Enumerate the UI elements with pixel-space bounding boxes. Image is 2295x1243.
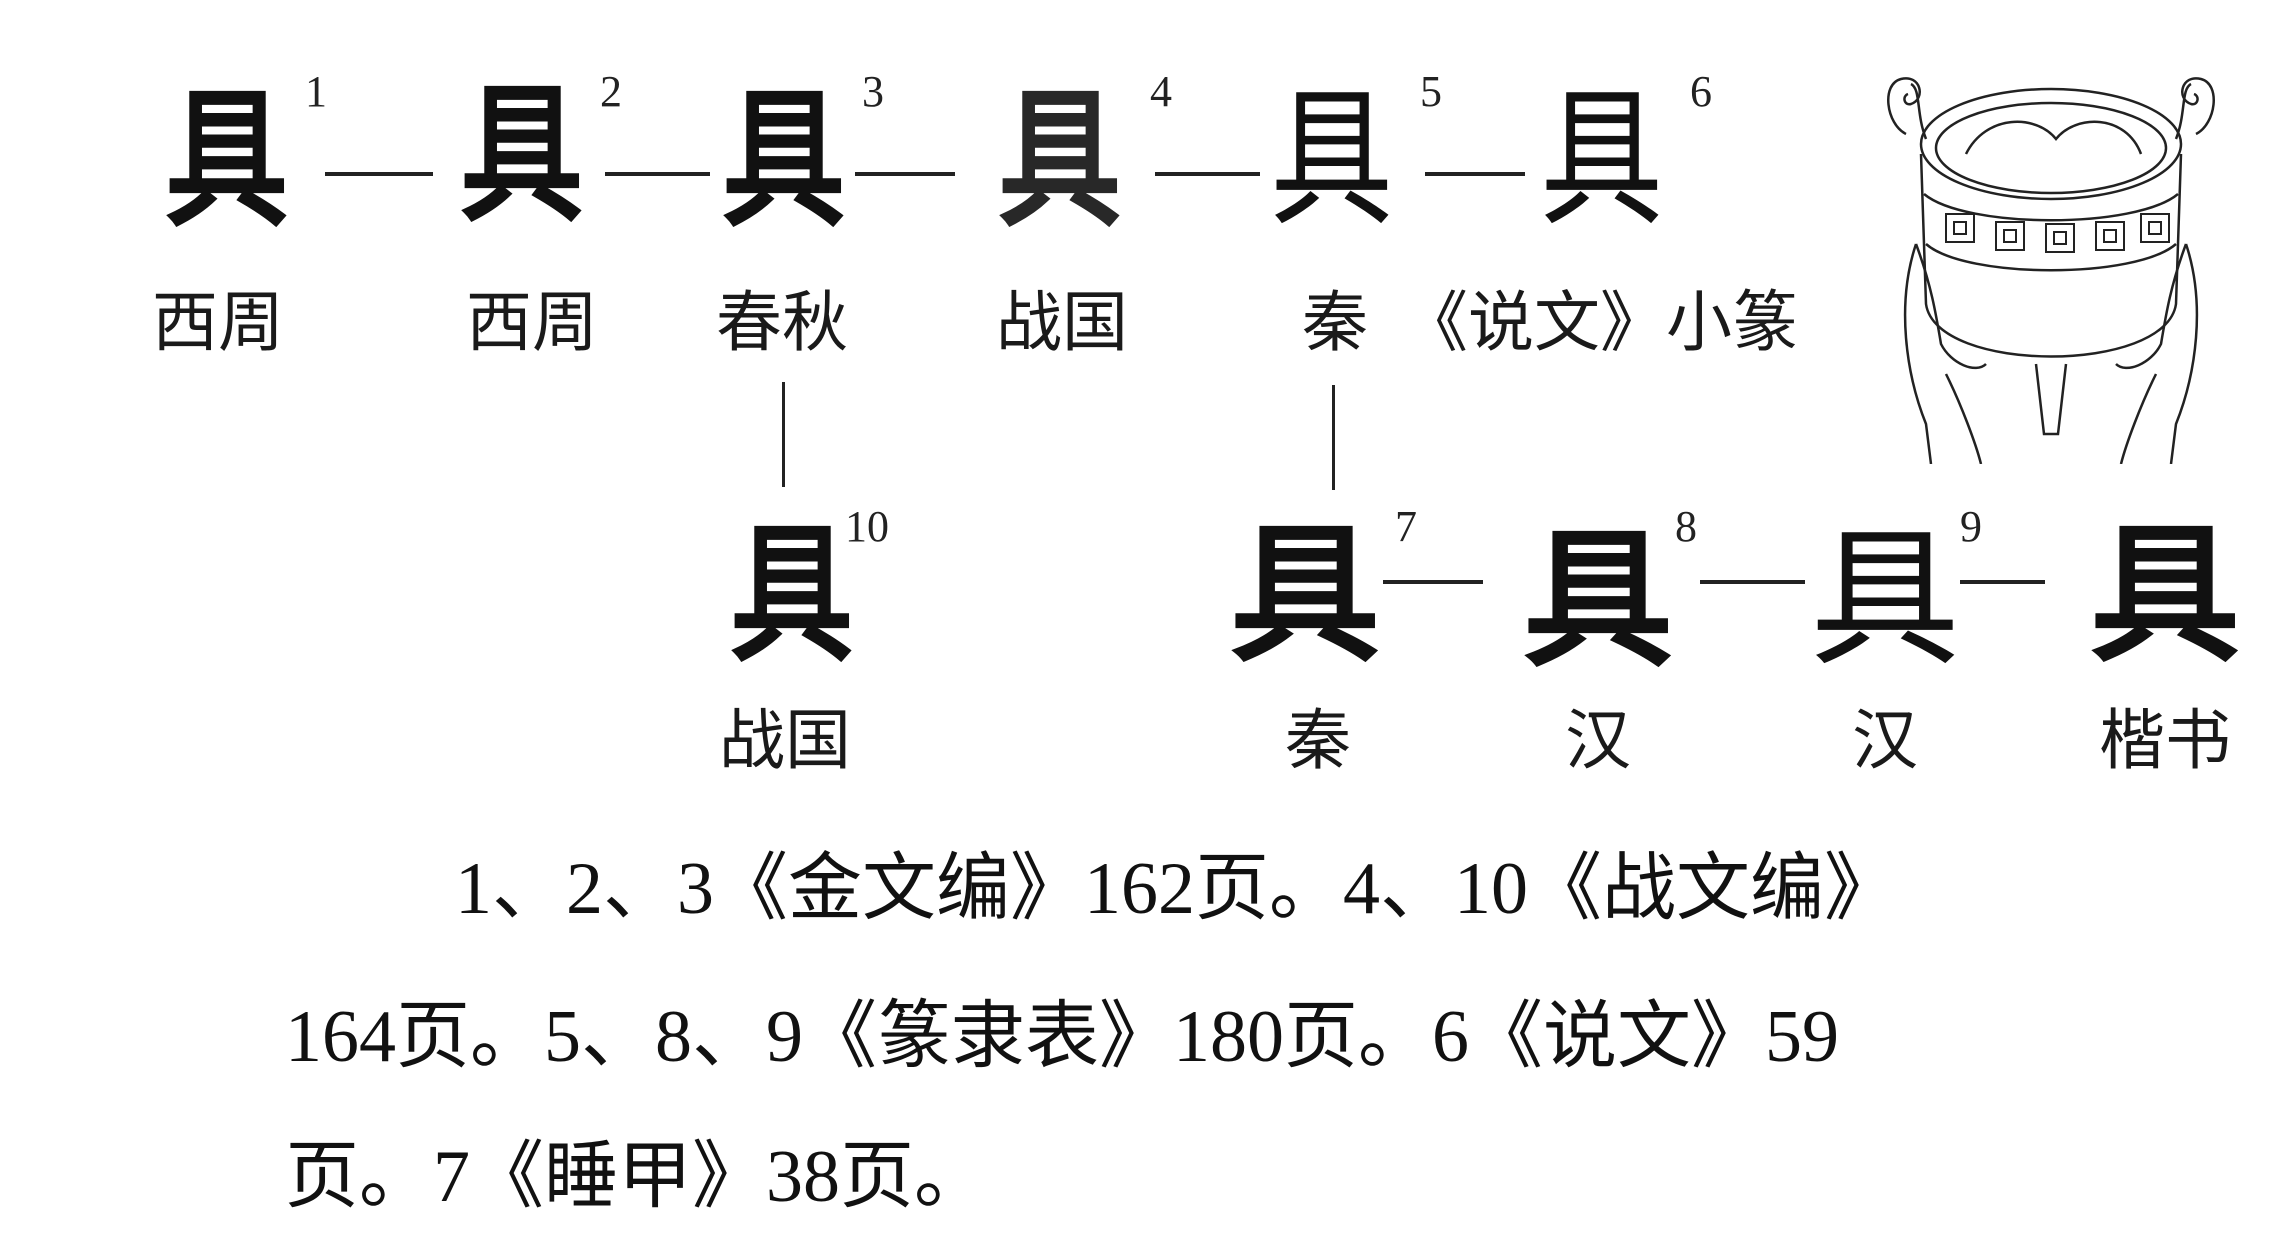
glyph-index-6: 6 (1690, 67, 1712, 116)
glyph-3: 具 (722, 72, 845, 248)
glyph-6: 具 (1540, 73, 1663, 247)
vessel-illustration-icon (1887, 77, 2215, 464)
glyph-index-2: 2 (600, 67, 622, 116)
connector-5-6 (1425, 172, 1525, 176)
period-label-1: 西周 (152, 284, 284, 361)
connector-2-3 (605, 172, 710, 176)
period-label-3: 春秋 (716, 284, 848, 361)
glyph-index-4: 4 (1150, 67, 1172, 116)
glyph-2: 具 (460, 67, 583, 243)
connector-3-4 (855, 172, 955, 176)
period-label-10: 战国 (719, 702, 851, 779)
glyph-index-5: 5 (1420, 67, 1442, 116)
connector-1-2 (325, 172, 433, 176)
glyph-4: 具 (998, 72, 1121, 248)
caption-line-2: 164页。5、8、9《篆隶表》180页。6《说文》59 (285, 996, 1839, 1078)
period-label-9: 汉 (1852, 702, 1918, 779)
period-label-2: 西周 (466, 284, 598, 361)
glyph-10: 具 (730, 507, 853, 683)
caption-line-1: 1、2、3《金文编》162页。4、10《战文编》 (455, 848, 1898, 930)
period-label-4: 战国 (996, 284, 1128, 361)
glyph-8: 具 (1522, 512, 1674, 688)
glyph-index-9: 9 (1960, 502, 1982, 551)
caption-line-3: 页。7《睡甲》38页。 (285, 1136, 988, 1218)
glyph-index-3: 3 (862, 67, 884, 116)
period-label-7: 秦 (1285, 702, 1351, 779)
glyph-index-8: 8 (1675, 502, 1697, 551)
connector-4-5 (1155, 172, 1260, 176)
glyph-index-10: 10 (845, 502, 889, 551)
glyph-9: 具 (1809, 513, 1961, 687)
connector-3-10 (782, 382, 785, 487)
glyph-index-1: 1 (305, 67, 327, 116)
connector-8-9 (1700, 580, 1805, 584)
period-label-kaishu: 楷书 (2099, 702, 2231, 779)
connector-9-kaishu (1960, 580, 2045, 584)
glyph-5: 具 (1270, 73, 1393, 247)
period-label-5: 秦 (1302, 284, 1368, 361)
period-label-8: 汉 (1565, 702, 1631, 779)
glyph-index-7: 7 (1395, 502, 1417, 551)
glyph-1: 具 (165, 72, 288, 248)
connector-7-8 (1383, 580, 1483, 584)
glyph-7: 具 (1229, 507, 1381, 683)
glyph-kaishu: 具 (2089, 507, 2241, 683)
connector-5-7 (1332, 385, 1335, 490)
period-label-6: 《说文》小篆 (1402, 284, 1798, 361)
